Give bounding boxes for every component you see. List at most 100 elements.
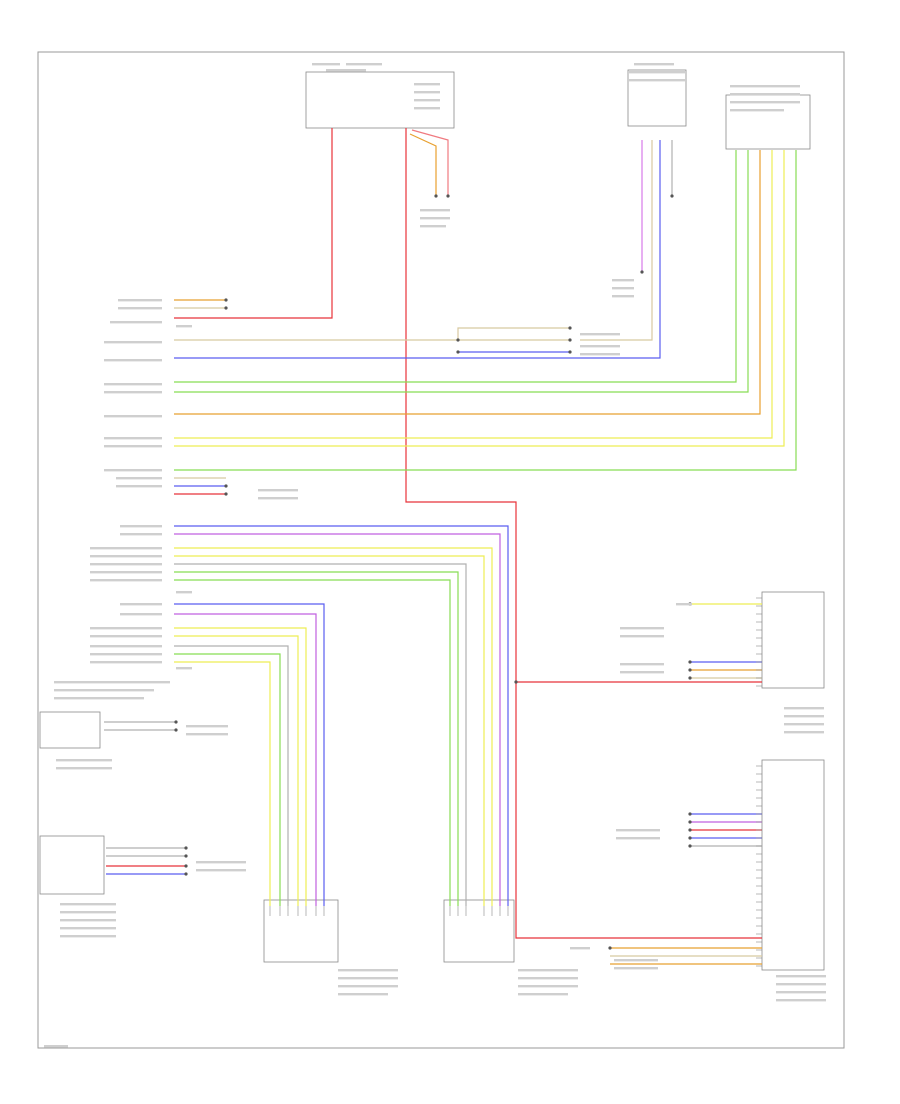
illegible-label-9 xyxy=(104,445,162,448)
wire-row-9-yellow xyxy=(174,150,785,447)
illegible-label-56 xyxy=(620,635,664,638)
splice-dot-0 xyxy=(224,298,228,302)
illegible-label-32 xyxy=(326,69,366,72)
illegible-label-45 xyxy=(420,217,450,220)
wire-row-8-yellow xyxy=(174,150,773,439)
illegible-label-28 xyxy=(176,591,192,594)
illegible-label-65 xyxy=(616,837,660,840)
connector-bottom-a xyxy=(263,899,339,963)
splice-dot-4 xyxy=(568,350,572,354)
illegible-label-35 xyxy=(414,99,440,102)
illegible-label-21 xyxy=(120,603,162,606)
illegible-label-10 xyxy=(104,469,162,472)
label-group xyxy=(44,63,826,1048)
illegible-label-53 xyxy=(258,489,298,492)
illegible-label-48 xyxy=(612,287,634,290)
illegible-label-52 xyxy=(580,353,620,356)
splice-dot-20 xyxy=(688,660,692,664)
wire-group xyxy=(104,128,797,965)
illegible-label-29 xyxy=(176,667,192,670)
splice-dot-11 xyxy=(434,194,438,198)
wire-red-main xyxy=(405,128,762,939)
illegible-label-69 xyxy=(776,975,826,978)
illegible-label-77 xyxy=(186,733,228,736)
illegible-label-7 xyxy=(104,415,162,418)
splice-dot-22 xyxy=(688,676,692,680)
splice-dot-21 xyxy=(688,668,692,672)
illegible-label-67 xyxy=(614,959,658,962)
splice-dot-25 xyxy=(688,828,692,832)
illegible-label-59 xyxy=(676,603,692,606)
splice-dot-17 xyxy=(184,864,188,868)
wire-low-green xyxy=(174,653,281,906)
splice-dot-26 xyxy=(688,836,692,840)
illegible-label-83 xyxy=(60,911,116,914)
module-left-upper xyxy=(39,711,101,749)
illegible-label-0 xyxy=(118,299,162,302)
illegible-label-1 xyxy=(118,307,162,310)
illegible-label-75 xyxy=(54,697,144,700)
illegible-label-44 xyxy=(420,209,450,212)
illegible-label-54 xyxy=(258,497,298,500)
illegible-label-43 xyxy=(730,109,784,112)
illegible-label-68 xyxy=(614,967,658,970)
illegible-label-22 xyxy=(120,613,162,616)
illegible-label-50 xyxy=(580,333,620,336)
illegible-label-25 xyxy=(90,645,162,648)
splice-dot-8 xyxy=(224,492,228,496)
illegible-label-24 xyxy=(90,635,162,638)
illegible-label-31 xyxy=(346,63,382,66)
wire-row-4-blue xyxy=(174,140,661,359)
illegible-label-6 xyxy=(104,391,162,394)
illegible-label-92 xyxy=(518,977,578,980)
splice-dot-28 xyxy=(608,946,612,950)
illegible-label-34 xyxy=(414,91,440,94)
illegible-label-37 xyxy=(634,63,674,66)
splice-dot-7 xyxy=(224,484,228,488)
illegible-label-26 xyxy=(90,653,162,656)
illegible-label-33 xyxy=(414,83,440,86)
connector-right-upper xyxy=(761,591,825,689)
splice-dot-12 xyxy=(446,194,450,198)
wire-mid-yellow-a xyxy=(174,547,493,906)
wire-red-feed-left xyxy=(174,128,333,319)
illegible-label-51 xyxy=(580,345,620,348)
wire-tan-drop xyxy=(580,140,653,341)
illegible-label-17 xyxy=(90,555,162,558)
illegible-label-74 xyxy=(54,689,154,692)
illegible-label-2 xyxy=(110,321,162,324)
illegible-label-30 xyxy=(312,63,340,66)
splice-dot-6 xyxy=(456,350,460,354)
wire-mid-green-b xyxy=(174,579,451,906)
splice-dot-3 xyxy=(568,338,572,342)
illegible-label-40 xyxy=(730,85,800,88)
illegible-label-80 xyxy=(196,861,246,864)
illegible-label-5 xyxy=(104,383,162,386)
splice-dot-29 xyxy=(514,680,518,684)
illegible-label-95 xyxy=(44,1045,68,1048)
splice-dot-18 xyxy=(184,872,188,876)
wire-row-6-green xyxy=(174,150,749,393)
wire-row-10-green xyxy=(174,150,797,471)
illegible-label-93 xyxy=(518,985,578,988)
illegible-label-14 xyxy=(120,525,162,528)
connector-bottom-b xyxy=(443,899,515,963)
illegible-label-57 xyxy=(620,663,664,666)
illegible-label-78 xyxy=(56,759,112,762)
illegible-label-49 xyxy=(612,295,634,298)
illegible-label-94 xyxy=(518,993,568,996)
illegible-label-86 xyxy=(60,935,116,938)
wire-low-yellow-c xyxy=(174,661,271,906)
wire-low-blue xyxy=(174,603,325,906)
illegible-label-36 xyxy=(414,107,440,110)
illegible-label-58 xyxy=(620,671,664,674)
illegible-label-90 xyxy=(338,993,388,996)
illegible-label-12 xyxy=(116,485,162,488)
illegible-label-55 xyxy=(620,627,664,630)
splice-dot-23 xyxy=(688,812,692,816)
wire-pink-fuse-b xyxy=(411,129,449,196)
tick-group xyxy=(174,194,762,967)
wire-row-5-green xyxy=(174,150,737,383)
